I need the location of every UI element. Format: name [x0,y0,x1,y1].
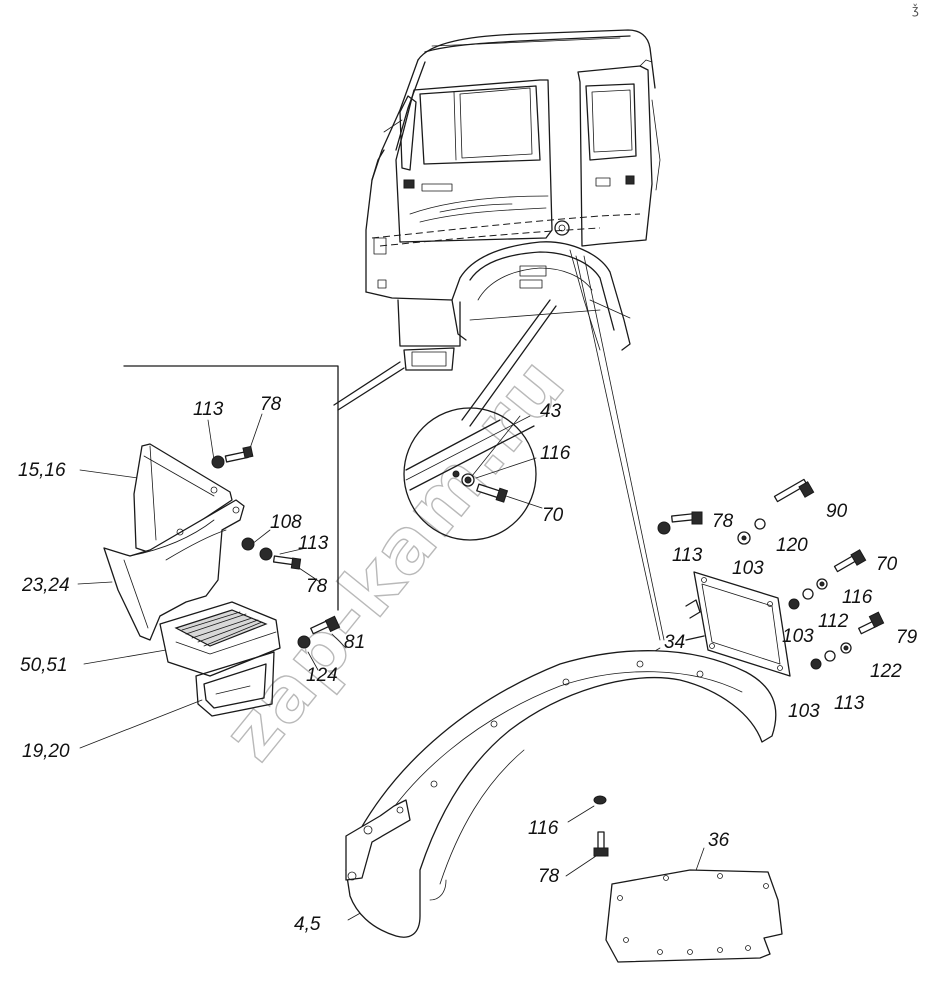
label-78: 78 [712,511,734,532]
cover-plate [605,869,783,963]
label-79: 79 [896,627,918,648]
nut-108 [241,537,255,551]
bolt-70-right [833,549,867,573]
label-70: 70 [876,554,898,575]
label-122: 122 [870,661,902,682]
label-112: 112 [818,611,849,632]
label-108: 108 [270,512,302,533]
label-19-20: 19,20 [22,741,70,762]
label-34: 34 [664,632,685,653]
part-labels: 113 78 15,16 108 113 78 23,24 81 124 50,… [18,394,918,935]
detail-circle [403,407,537,541]
label-103: 103 [782,626,814,647]
bolt-90 [773,478,815,503]
label-103: 103 [788,701,820,722]
truck-cab [365,29,661,371]
leader-lines [77,255,705,921]
label-116: 116 [842,587,873,608]
mounting-plate [657,478,885,677]
bolt-78-lower [259,547,302,570]
label-113: 113 [834,693,865,714]
bolt-78-upper [211,445,254,469]
label-70: 70 [542,505,564,526]
label-36: 36 [708,830,730,851]
label-113: 113 [298,533,329,554]
corner-mark: ǯ [912,3,919,17]
label-78: 78 [260,394,282,415]
label-23-24: 23,24 [21,575,70,596]
label-50-51: 50,51 [20,655,68,676]
label-124: 124 [306,665,338,686]
label-113: 113 [672,545,703,566]
label-15-16: 15,16 [18,460,66,481]
label-81: 81 [344,632,365,653]
rear-fender [345,650,777,938]
label-113: 113 [193,399,224,420]
label-90: 90 [826,501,848,522]
label-120: 120 [776,535,808,556]
label-116: 116 [528,818,559,839]
bolt-78-right [657,511,703,535]
bolt-81 [297,615,341,649]
label-78: 78 [538,866,560,887]
bolt-79 [858,611,885,635]
label-103: 103 [732,558,764,579]
label-116: 116 [540,443,571,464]
label-4-5: 4,5 [294,914,321,935]
label-78: 78 [306,576,328,597]
label-43: 43 [540,401,562,422]
step-assembly [103,443,341,717]
